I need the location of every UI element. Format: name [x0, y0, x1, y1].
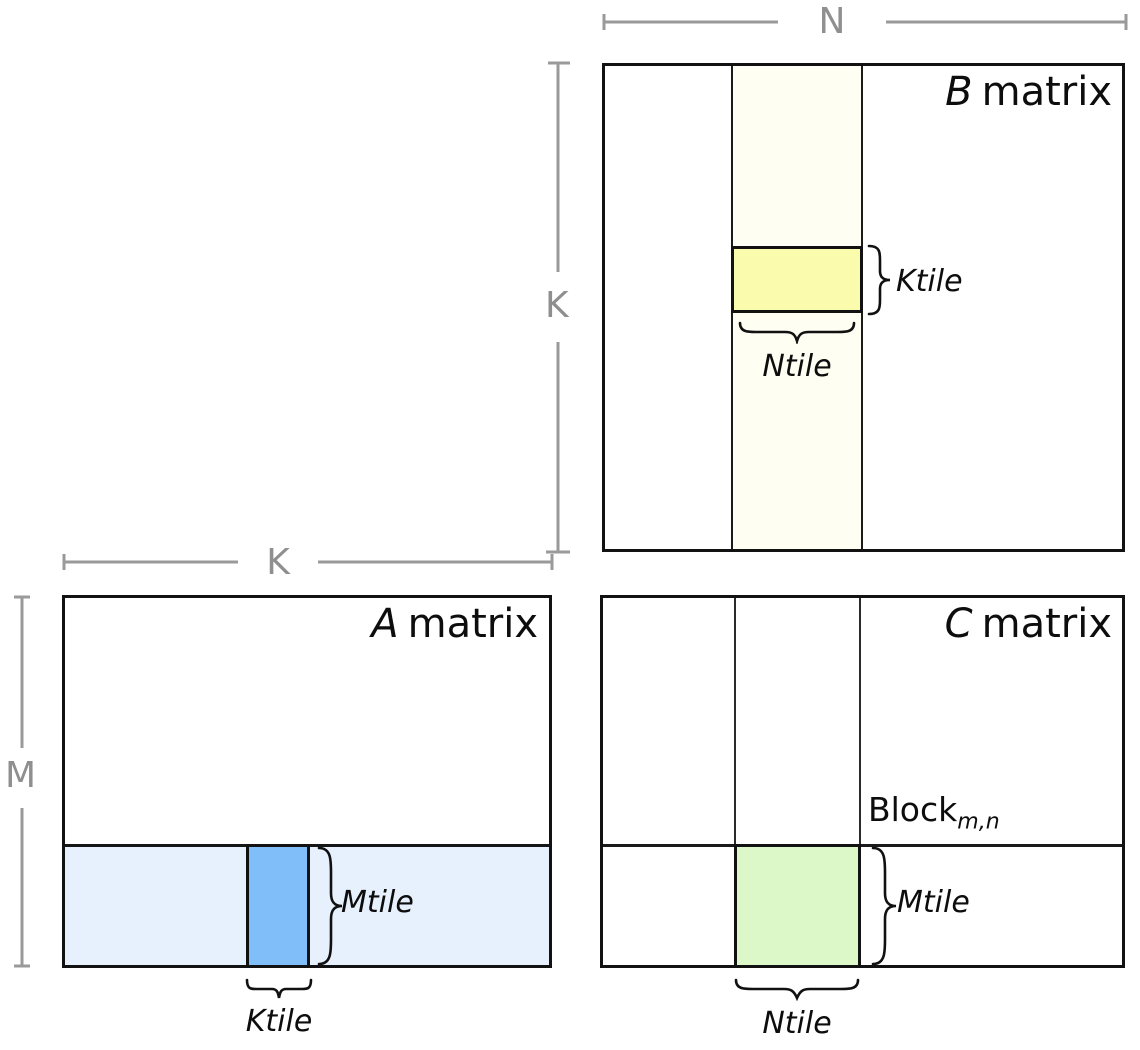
mtile-label-c: Mtile: [897, 885, 970, 920]
b-matrix-ktile-ntile-tile: [731, 246, 863, 313]
ntile-label-b: Ntile: [762, 349, 832, 384]
block-mn-label: Blockm,n: [868, 793, 1000, 834]
a-matrix-box: [62, 595, 552, 968]
c-matrix-letter: C: [944, 601, 973, 647]
ktile-label-b: Ktile: [896, 264, 963, 299]
mtile-brace-c: [871, 846, 897, 966]
k-dimension-label-b: K: [545, 285, 569, 326]
c-matrix-word: matrix: [981, 601, 1112, 647]
a-matrix-word: matrix: [407, 601, 538, 647]
block-word: Block: [868, 790, 958, 829]
b-matrix-letter: B: [945, 69, 973, 115]
a-matrix-mtile-ktile-tile: [246, 844, 310, 968]
c-matrix-box: [600, 595, 1125, 968]
b-matrix-box: [602, 63, 1125, 552]
ntile-underbrace-b: [738, 321, 856, 344]
n-dimension-label: N: [818, 1, 846, 42]
m-dimension-label: M: [5, 755, 37, 796]
c-matrix-grid-vline-left: [734, 598, 736, 965]
c-matrix-grid-vline-right: [859, 598, 861, 965]
block-subscript: m,n: [957, 809, 1000, 835]
ntile-label-c: Ntile: [762, 1006, 832, 1041]
ktile-brace-b: [867, 244, 891, 316]
c-matrix-grid-hline: [603, 844, 1122, 847]
ktile-label-a: Ktile: [245, 1004, 313, 1039]
mtile-label-a: Mtile: [341, 885, 414, 920]
k-dimension-label-a: K: [266, 542, 290, 583]
mtile-brace-a: [317, 846, 343, 966]
b-matrix-word: matrix: [981, 69, 1112, 115]
a-matrix-letter: A: [371, 601, 399, 647]
ntile-underbrace-c: [734, 978, 860, 1001]
ktile-underbrace-a: [245, 978, 313, 999]
